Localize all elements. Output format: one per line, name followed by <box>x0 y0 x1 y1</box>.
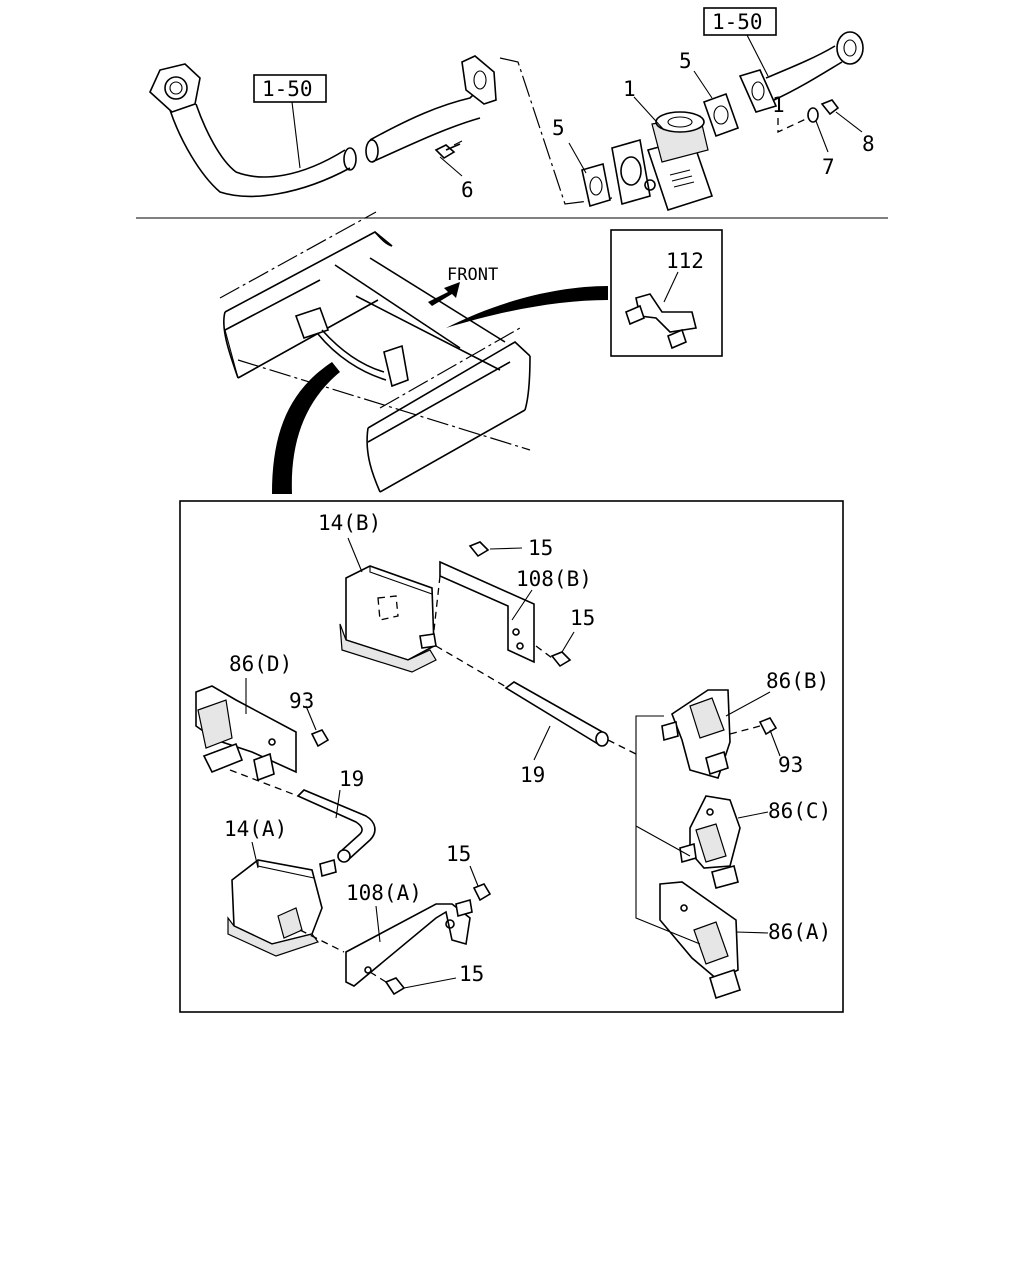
callout-15-bottom: 15 <box>459 962 484 986</box>
washer-7-nut-8: 1 7 8 <box>772 93 875 179</box>
nut-15-bottom: 15 <box>369 962 484 996</box>
callout-86b: 86(B) <box>766 669 829 693</box>
nut-15-lower: 15 <box>446 842 492 902</box>
callout-19-center: 19 <box>520 763 545 787</box>
ref-box-left: 1-50 <box>253 74 327 169</box>
front-arrow-icon <box>428 282 460 306</box>
nut-15-top: 15 <box>468 536 553 560</box>
bracket-86a: 86(A) <box>659 881 831 1000</box>
callout-112: 112 <box>666 249 704 273</box>
chassis-frame <box>219 211 531 493</box>
detail-pointer <box>272 362 340 494</box>
front-label: FRONT <box>447 265 498 285</box>
bracket-86b: 86(B) <box>661 669 829 779</box>
pipe-19-center: 19 <box>504 681 637 787</box>
callout-93-left: 93 <box>289 689 314 713</box>
callout-93-right: 93 <box>778 753 803 777</box>
callout-5-left: 5 <box>552 116 565 140</box>
inset-pointer <box>446 286 608 328</box>
bracket-group-line <box>635 715 701 945</box>
ref-label-right: 1-50 <box>712 10 763 34</box>
bolt-6: 6 <box>434 140 474 202</box>
callout-15-lower: 15 <box>446 842 471 866</box>
callout-1: 1 <box>623 77 636 101</box>
callout-86a: 86(A) <box>768 920 831 944</box>
callout-14b: 14(B) <box>318 511 381 535</box>
gasket-5-left: 5 <box>552 116 611 208</box>
callout-86d: 86(D) <box>229 652 292 676</box>
callout-108b: 108(B) <box>516 567 592 591</box>
callout-1-right: 1 <box>772 93 785 117</box>
brake-unit-1: 1 <box>611 77 714 212</box>
gasket-5-right: 5 <box>679 49 740 138</box>
callout-108a: 108(A) <box>346 881 422 905</box>
bracket-108a: 108(A) <box>345 881 473 987</box>
relay-14a: 14(A) <box>224 817 345 957</box>
callout-7: 7 <box>822 155 835 179</box>
bracket-86c: 86(C) <box>679 795 831 889</box>
bracket-86d: 86(D) <box>195 652 297 782</box>
callout-5-right: 5 <box>679 49 692 73</box>
ref-box-right: 1-50 <box>703 7 777 77</box>
rear-exhaust-pipe <box>738 31 864 113</box>
nut-93-right: 93 <box>729 717 803 777</box>
relay-14b: 14(B) <box>318 511 437 673</box>
callout-19-left: 19 <box>339 767 364 791</box>
detail-box <box>179 500 844 1013</box>
callout-6: 6 <box>461 178 474 202</box>
front-exhaust-pipe <box>149 55 497 198</box>
callout-14a: 14(A) <box>224 817 287 841</box>
bracket-108b: 108(B) <box>433 560 592 664</box>
callout-86c: 86(C) <box>768 799 831 823</box>
inset-box: 112 <box>610 229 723 357</box>
bolt-stud-14b <box>419 633 509 689</box>
pipe-19-left: 19 <box>229 767 376 863</box>
front-indicator: FRONT <box>428 265 498 306</box>
callout-15-right: 15 <box>570 606 595 630</box>
nut-93-left: 93 <box>289 689 330 748</box>
ref-label-left: 1-50 <box>262 77 313 101</box>
nut-15-right: 15 <box>535 606 595 668</box>
callout-8: 8 <box>862 132 875 156</box>
callout-15-top: 15 <box>528 536 553 560</box>
